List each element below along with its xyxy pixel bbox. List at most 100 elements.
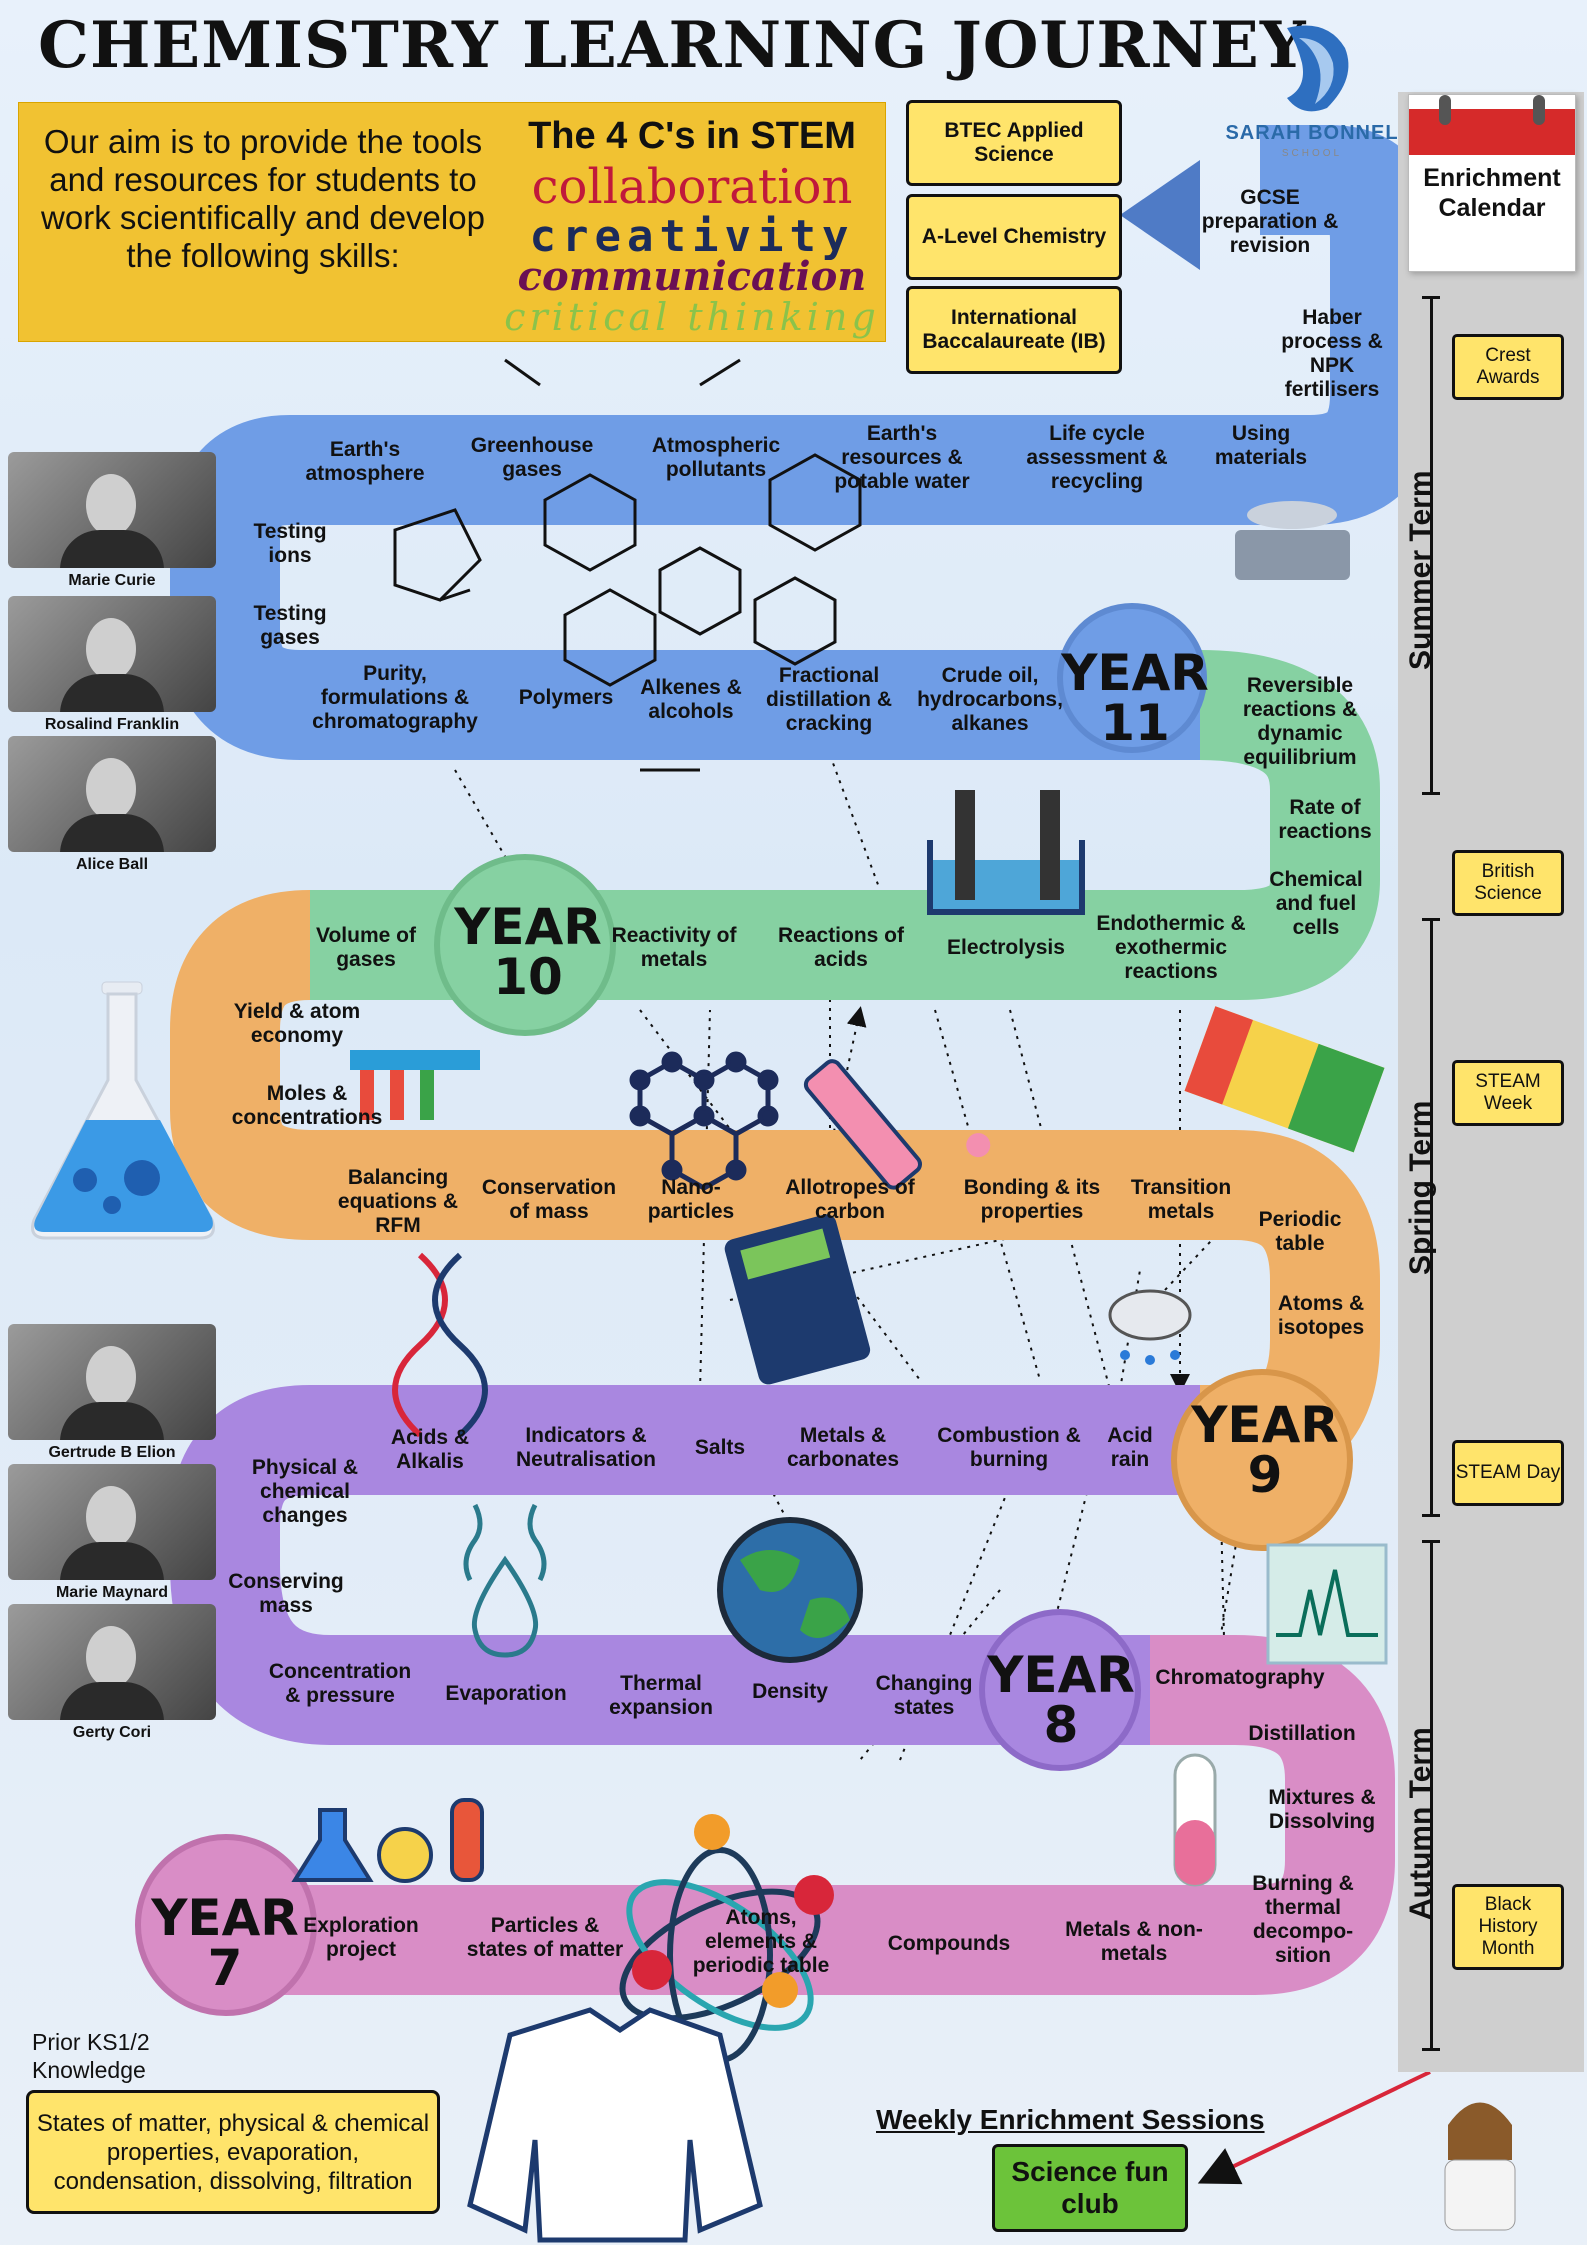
four-cs-title: The 4 C's in STEM [528, 115, 856, 157]
scientist-name: Marie Maynard [55, 1584, 169, 1601]
scientist-card: Gerty Cori [8, 1604, 216, 1742]
year-9-label: YEAR 9 [1190, 1400, 1340, 1500]
calendar-label: Enrichment Calendar [1423, 164, 1561, 222]
skill-critical-thinking: critical thinking [504, 295, 880, 339]
topic: Periodic table [1258, 1208, 1342, 1255]
scientist-card: Marie Maynard [8, 1464, 216, 1602]
topic: Purity, formulations & chromatography [312, 662, 478, 733]
topic: Fractional distillation & cracking [766, 664, 892, 735]
skill-communication: communication [517, 253, 867, 300]
enrichment-calendar: Enrichment Calendar [1408, 94, 1576, 272]
topic: Metals & carbonates [786, 1424, 900, 1471]
timeline-cap [1422, 918, 1440, 921]
event-crest-awards: Crest Awards [1452, 334, 1564, 400]
science-fun-club-badge: Science fun club [992, 2144, 1188, 2232]
topic: Polymers [518, 686, 614, 709]
year-7-text: YEAR 7 [151, 1889, 299, 1997]
topic: Life cycle assessment & recycling [1026, 422, 1168, 493]
topic: Greenhouse gases [470, 434, 594, 481]
school-logo: SARAH BONNEL SCHOOL [1222, 18, 1402, 168]
topic: Acid rain [1107, 1424, 1153, 1471]
page-title: CHEMISTRY LEARNING JOURNEY [38, 8, 1307, 83]
year-7-label: YEAR 7 [150, 1893, 300, 1993]
molecule-diagram [393, 358, 862, 772]
topic: Combustion & burning [937, 1424, 1081, 1471]
scientist-photo [8, 452, 216, 568]
water-droplet-icon [463, 1503, 547, 1658]
timeline-cap [1422, 2048, 1440, 2051]
scientist-photo [8, 596, 216, 712]
topic: Testing ions [253, 520, 327, 567]
topic: Transition metals [1130, 1176, 1232, 1223]
autumn-term-label: Autumn Term [1404, 1727, 1437, 1920]
topic: Compounds [887, 1932, 1011, 1955]
year-8-label: YEAR 8 [986, 1650, 1136, 1750]
topic: Reactions of acids [777, 924, 905, 971]
periodic-table-icon [1184, 1006, 1385, 1153]
topic: Burning & thermal decompo-sition [1252, 1872, 1354, 1967]
school-crest-icon [1287, 25, 1349, 112]
event-steam-week: STEAM Week [1452, 1060, 1564, 1126]
year-10-text: YEAR 10 [454, 898, 602, 1006]
topic: Crude oil, hydrocarbons, alkanes [917, 664, 1063, 735]
event-steam-day: STEAM Day [1452, 1440, 1564, 1506]
prior-knowledge-box: States of matter, physical & chemical pr… [26, 2090, 440, 2214]
topic: Physical & chemical changes [251, 1456, 359, 1527]
topic: Testing gases [253, 602, 327, 649]
topic: Mixtures & Dissolving [1268, 1786, 1376, 1833]
topic: Moles & concentrations [231, 1082, 383, 1129]
year-10-label: YEAR 10 [448, 902, 608, 1002]
topic: GCSE preparation & revision [1201, 186, 1339, 257]
topic: Salts [694, 1436, 746, 1459]
lab-coat [467, 2007, 763, 2243]
scientist-card: Rosalind Franklin [8, 596, 216, 734]
topic: Acids & Alkalis [390, 1426, 470, 1473]
topic: Using materials [1214, 422, 1308, 469]
atom-model [619, 1814, 834, 2063]
timeline-cap [1422, 1514, 1440, 1517]
topic: Distillation [1248, 1722, 1356, 1745]
spring-term-label: Spring Term [1404, 1100, 1437, 1275]
topic: Conservation of mass [481, 1176, 617, 1223]
topic: Metals & non-metals [1065, 1918, 1203, 1965]
topic: Atoms, elements & periodic table [692, 1906, 830, 1977]
topic: Yield & atom economy [233, 1000, 361, 1047]
summer-term-label: Summer Term [1404, 470, 1437, 670]
scientist-photo [8, 1464, 216, 1580]
acid-rain-cloud-icon [1108, 1289, 1192, 1365]
topic: Rate of reactions [1278, 796, 1372, 843]
scientist-card: Gertrude B Elion [8, 1324, 216, 1462]
scientist-card: Alice Ball [8, 736, 216, 874]
summer-timeline [1430, 296, 1433, 794]
chemist-avatar [1444, 2102, 1516, 2231]
skill-creativity: creativity [529, 211, 855, 262]
topic: Atoms & isotopes [1277, 1292, 1365, 1339]
event-british-science: British Science [1452, 850, 1564, 916]
conical-flask [31, 981, 215, 1240]
school-name: SARAH BONNEL [1225, 122, 1399, 144]
topic: Thermal expansion [609, 1672, 713, 1719]
year-8-text: YEAR 8 [987, 1646, 1135, 1754]
topic: Alkenes & alcohols [640, 676, 742, 723]
autumn-timeline [1430, 1540, 1433, 2050]
topic: Balancing equations & RFM [337, 1166, 459, 1237]
prior-knowledge-label: Prior KS1/2 Knowledge [32, 2029, 150, 2083]
pathway-ib: International Baccalaureate (IB) [906, 286, 1122, 374]
topic: Chromatography [1155, 1666, 1325, 1689]
dna-icon [392, 1252, 488, 1438]
pathway-a-level: A-Level Chemistry [906, 194, 1122, 280]
topic: Exploration project [303, 1914, 419, 1961]
topic: Reactivity of metals [611, 924, 737, 971]
timeline-cap [1422, 792, 1440, 795]
timeline-cap [1422, 1540, 1440, 1543]
school-sub: SCHOOL [1281, 148, 1343, 159]
topic: Density [752, 1680, 828, 1703]
scientist-name: Gertrude B Elion [48, 1444, 176, 1461]
year-11-text: YEAR 11 [1061, 644, 1209, 752]
topic: Bonding & its properties [963, 1176, 1101, 1223]
topic: Endothermic & exothermic reactions [1096, 912, 1246, 983]
timeline-cap [1422, 296, 1440, 299]
topic: Concentration & pressure [268, 1660, 412, 1707]
topic: Nano-particles [647, 1176, 735, 1223]
